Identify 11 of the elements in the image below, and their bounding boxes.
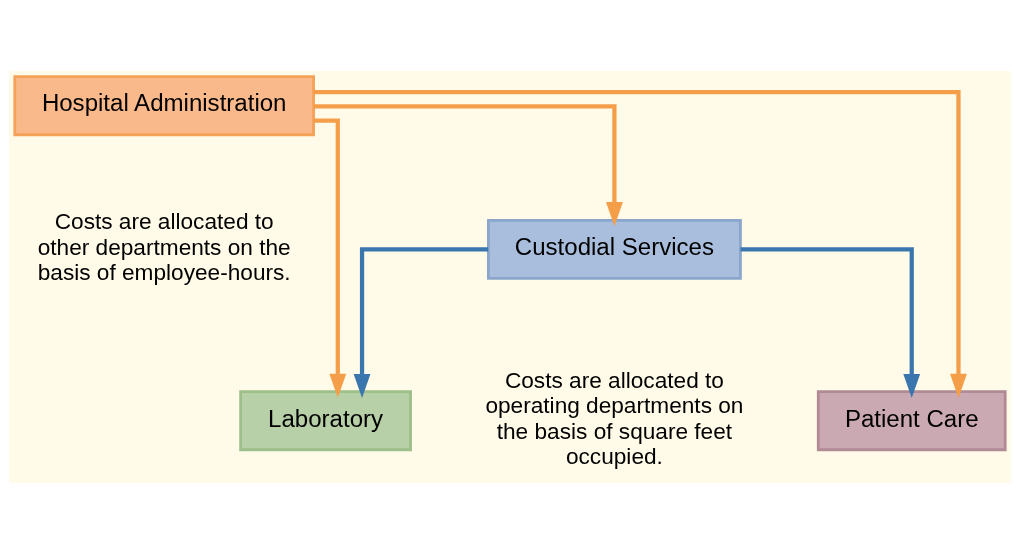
node-box: Hospital Administration xyxy=(13,75,315,137)
arrow xyxy=(314,104,623,227)
node-label: Costs are allocated to other departments on the basis of employee-hours. xyxy=(37,208,291,286)
arrow xyxy=(313,118,347,398)
node-box: Custodial Services xyxy=(487,218,742,280)
node-label: Costs are allocated to operating departments on the basis of square feet occupied. xyxy=(485,366,744,470)
node-box: Laboratory xyxy=(239,390,412,452)
arrow xyxy=(353,247,489,399)
arrow xyxy=(740,247,921,399)
node-box: Patient Care xyxy=(816,390,1007,452)
arrow xyxy=(313,90,967,398)
